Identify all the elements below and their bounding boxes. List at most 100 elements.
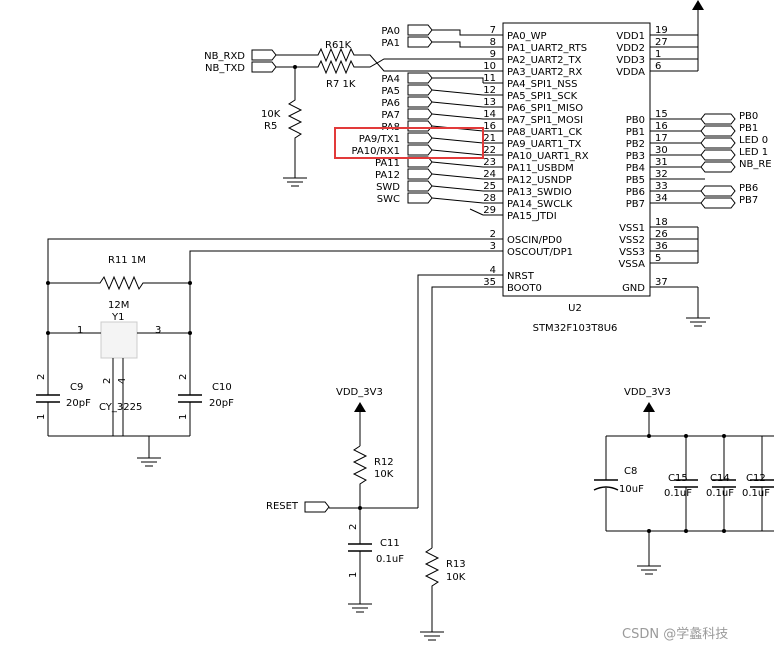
power-arrow-icon: [692, 0, 704, 10]
pin-name: VDD1: [616, 31, 645, 42]
c11-pin-top: 2: [348, 524, 359, 530]
pin-name: PA0_WP: [507, 31, 547, 42]
pin-num: 37: [655, 277, 668, 288]
c14-ref: C14: [710, 473, 730, 484]
vdd-bus: [692, 0, 704, 71]
pin-num: 29: [483, 205, 496, 216]
c12-value: 0.1uF: [742, 488, 770, 499]
left-net-ports: PA0 PA1 PA4 PA5 PA6 PA7 PA8 PA9/TX1 PA10…: [352, 24, 484, 216]
pin-num: 21: [483, 133, 496, 144]
net-label-pb0: PB0: [739, 111, 758, 122]
net-label-pa10-rx1: PA10/RX1: [352, 146, 401, 157]
pin-name: PA7_SPI1_MOSI: [507, 115, 583, 126]
ground-icon: [637, 565, 661, 575]
c11-pin-bottom: 1: [348, 572, 359, 578]
c10-value: 20pF: [209, 398, 234, 409]
net-label-nb-txd: NB_TXD: [205, 63, 245, 74]
c8-ref: C8: [624, 466, 637, 477]
r13-value: 10K: [446, 572, 466, 583]
pin-num: 25: [483, 181, 496, 192]
r5-ref: R5: [264, 121, 277, 132]
pin-num: 31: [655, 157, 668, 168]
net-label-pa12: PA12: [375, 170, 400, 181]
pin-num: 26: [655, 229, 668, 240]
pin-num: 3: [490, 241, 496, 252]
crystal-body: [100, 321, 138, 359]
pin-name: VDD2: [616, 43, 645, 54]
pin-name: VSS2: [619, 235, 645, 246]
pin-name: GND: [622, 283, 645, 294]
c14-value: 0.1uF: [706, 488, 734, 499]
crystal-ref: Y1: [111, 312, 124, 323]
pin-num: 34: [655, 193, 668, 204]
r5-value: 10K: [261, 109, 281, 120]
pin-name: VDDA: [616, 67, 645, 78]
r12-value: 10K: [374, 469, 394, 480]
pin-name: PB4: [626, 163, 645, 174]
ground-icon: [686, 317, 710, 327]
pin-name: BOOT0: [507, 283, 542, 294]
uart1-highlight-box: [334, 127, 484, 159]
c10-pin-bottom: 1: [178, 414, 189, 420]
net-label-pa9-tx1: PA9/TX1: [359, 134, 400, 145]
mcu-body: [502, 22, 651, 297]
pin-num: 1: [655, 49, 661, 60]
pin-name: PA4_SPI1_NSS: [507, 79, 577, 90]
net-label-pa0: PA0: [381, 26, 400, 37]
pin-name: OSCOUT/DP1: [507, 247, 573, 258]
pin-name: PA9_UART1_TX: [507, 139, 582, 150]
c12-ref: C12: [746, 473, 766, 484]
net-label-pb6: PB6: [739, 183, 758, 194]
pin-num: 2: [490, 229, 496, 240]
pin-name: PA1_UART2_RTS: [507, 43, 587, 54]
c9-value: 20pF: [66, 398, 91, 409]
vss-bus: [686, 227, 710, 327]
pin-name: PA8_UART1_CK: [507, 127, 582, 138]
pin-name: VDD3: [616, 55, 645, 66]
net-label-pa5: PA5: [381, 86, 400, 97]
pin-name: PB0: [626, 115, 645, 126]
nb-uart-section: NB_RXD NB_TXD R61K R7 1K 10K R5: [204, 40, 483, 187]
pin-name: PA12_USNDP: [507, 175, 572, 186]
pin-num: 23: [483, 157, 496, 168]
pin-num: 4: [490, 265, 496, 276]
pin-name: VSS1: [619, 223, 645, 234]
ground-icon: [348, 603, 372, 613]
r7-label: R7 1K: [326, 79, 356, 90]
pin-num: 32: [655, 169, 668, 180]
pin-num: 17: [655, 133, 668, 144]
r11-label: R11 1M: [108, 255, 146, 266]
net-label-led0: LED 0: [739, 135, 768, 146]
c9-pin-bottom: 1: [36, 414, 47, 420]
crystal-pin3: 3: [155, 325, 161, 336]
pin-num: 36: [655, 241, 668, 252]
net-label-pa11: PA11: [375, 158, 400, 169]
r13-ref: R13: [446, 559, 466, 570]
pin-num: 7: [490, 25, 496, 36]
pin-name: VSS3: [619, 247, 645, 258]
pin-name: NRST: [507, 271, 535, 282]
vdd-label-right: VDD_3V3: [624, 387, 671, 398]
pin-num: 8: [490, 37, 496, 48]
watermark: CSDN @学蠡科技: [622, 626, 728, 642]
pin-name: PA11_USBDM: [507, 163, 574, 174]
net-label-nb-rxd: NB_RXD: [204, 51, 245, 62]
vdd-label-left: VDD_3V3: [336, 387, 383, 398]
pin-num: 14: [483, 109, 496, 120]
mcu-left-pins: 7 8 9 10 11 12 13 14 16 21 22 23 24 25 2…: [483, 25, 589, 294]
pin-num: 12: [483, 85, 496, 96]
decoupling-section: VDD_3V3 C8 10uF C15 0.1uF C14 0.1uF: [593, 387, 774, 575]
net-label-pb1: PB1: [739, 123, 758, 134]
ground-icon: [137, 457, 161, 467]
net-label-pa4: PA4: [381, 74, 400, 85]
c15-value: 0.1uF: [664, 488, 692, 499]
pin-num: 18: [655, 217, 668, 228]
ground-icon: [283, 177, 307, 187]
net-label-pa6: PA6: [381, 98, 400, 109]
r12-ref: R12: [374, 457, 394, 468]
c9-ref: C9: [70, 382, 83, 393]
pin-num: 30: [655, 145, 668, 156]
c10-ref: C10: [212, 382, 232, 393]
pin-name: PB5: [626, 175, 645, 186]
